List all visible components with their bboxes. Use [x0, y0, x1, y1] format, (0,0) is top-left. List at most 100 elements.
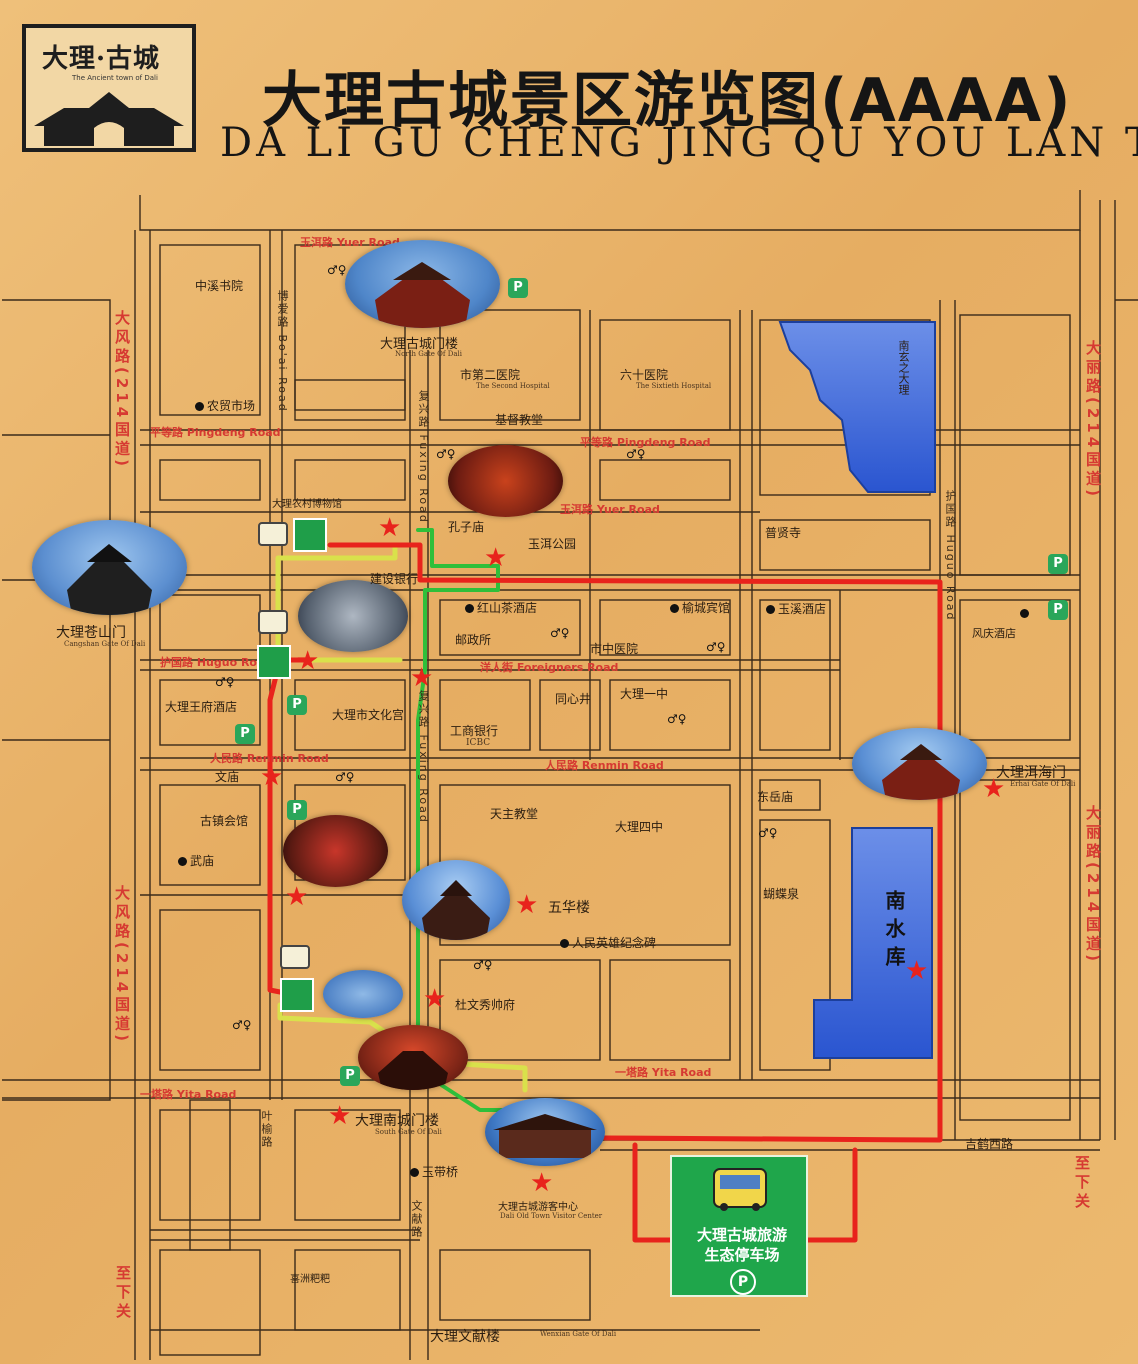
scenic-star: ★: [515, 890, 539, 920]
road-dali-right-south: 大丽路(214国道): [1084, 805, 1102, 966]
toilet-icon: ♂♀: [758, 826, 778, 840]
place-north-gate-en: North Gate Of Dali: [395, 350, 462, 358]
eco-parking-lot[interactable]: 大理古城旅游 生态停车场 P: [670, 1155, 808, 1297]
bus-icon: [258, 610, 288, 634]
place-ccb[interactable]: 建设银行: [370, 572, 419, 586]
parking-icon[interactable]: P: [340, 1066, 360, 1086]
place-south-gate-en: South Gate Of Dali: [375, 1128, 442, 1136]
road-yita-west: 一塔路 Yita Road: [140, 1088, 237, 1101]
parking-icon[interactable]: P: [287, 695, 307, 715]
parking-icon[interactable]: P: [287, 800, 307, 820]
place-zhongxi[interactable]: 中溪书院: [195, 279, 244, 293]
place-confucius[interactable]: 孔子庙: [448, 520, 485, 534]
south-gate-photo: [358, 1025, 468, 1090]
road-north-top: 玉洱路 Yuer Road: [300, 236, 400, 249]
place-market[interactable]: 农贸市场: [195, 397, 255, 414]
place-guild-hall[interactable]: 古镇会馆: [200, 814, 249, 828]
place-landlord-hotel[interactable]: 红山茶酒店: [465, 599, 537, 616]
place-fengqing-label: 风庆酒店: [972, 627, 1016, 640]
place-wenxian-tower[interactable]: 大理文献楼: [430, 1329, 500, 1345]
map-title-pinyin: DA LI GU CHENG JING QU YOU LAN TU: [220, 120, 1138, 166]
logo-text: 大理·古城: [42, 44, 161, 74]
place-hospital-60[interactable]: 六十医院: [620, 368, 669, 382]
road-foreigners: 洋人街 Foreigners Road: [480, 661, 619, 674]
parking-circle-icon: P: [730, 1269, 756, 1295]
gate-small-photo: [323, 970, 403, 1018]
road-pingdeng-east: 平等路 Pingdeng Road: [580, 436, 711, 449]
poi-dot-icon: [465, 604, 474, 613]
place-cangshan-gate[interactable]: 大理苍山门: [56, 625, 126, 641]
place-icbc-en: ICBC: [466, 738, 491, 748]
red-route: [327, 542, 943, 1143]
parking-icon[interactable]: P: [1048, 554, 1068, 574]
scenic-star: ★: [423, 984, 447, 1014]
place-fengqing[interactable]: [1020, 608, 1032, 619]
place-museum[interactable]: 大理农村博物馆: [272, 499, 342, 510]
place-wenmiao[interactable]: 文庙: [215, 770, 240, 784]
place-butterfly[interactable]: 蝴蝶泉: [763, 887, 800, 901]
place-wuhua-tower[interactable]: 五华楼: [548, 900, 590, 916]
scenic-star: ★: [905, 956, 929, 986]
bus-stop-north[interactable]: [293, 518, 327, 552]
place-school-4[interactable]: 大理四中: [615, 820, 664, 834]
pagoda-icon: [375, 262, 470, 328]
road-dafeng-left-south: 大风路(214国道): [113, 885, 131, 1046]
building-icon: [493, 1114, 597, 1158]
place-dongyue[interactable]: 东岳庙: [757, 790, 794, 804]
place-icbc[interactable]: 工商银行: [450, 724, 499, 738]
place-tongxin[interactable]: 同心井: [555, 692, 592, 706]
scenic-star: ★: [378, 513, 402, 543]
place-du-wenxiu[interactable]: 杜文秀帅府: [455, 998, 516, 1012]
place-hospital-60-en: The Sixtieth Hospital: [636, 382, 712, 390]
place-erhai-gate[interactable]: 大理洱海门: [996, 765, 1066, 781]
place-yucheng[interactable]: 榆城宾馆: [670, 599, 730, 616]
place-school-1[interactable]: 大理一中: [620, 687, 669, 701]
street-lines: [2, 190, 1138, 1360]
parking-icon[interactable]: P: [1048, 600, 1068, 620]
place-wangfu-hotel[interactable]: 大理王府酒店: [165, 700, 238, 714]
road-dafeng-left: 大风路(214国道): [113, 310, 131, 471]
place-hospital-mid[interactable]: 市中医院: [590, 642, 639, 656]
place-puxian[interactable]: 普贤寺: [765, 526, 802, 540]
pagoda-icon: [882, 744, 960, 800]
place-yudai-bridge[interactable]: 玉带桥: [410, 1163, 458, 1180]
poi-dot-icon: [1020, 608, 1029, 618]
road-dali-right: 大丽路(214国道): [1084, 340, 1102, 501]
toilet-icon: ♂♀: [335, 770, 355, 784]
north-gate-photo: [345, 240, 500, 328]
place-church[interactable]: 基督教堂: [495, 413, 544, 427]
bus-stop-south[interactable]: [280, 978, 314, 1012]
place-cultural-center[interactable]: 大理市文化宫: [332, 708, 405, 722]
place-wumiao[interactable]: 武庙: [178, 852, 214, 869]
red-route-parking: [632, 1142, 673, 1243]
bus-icon: [258, 522, 288, 546]
toilet-icon: ♂♀: [706, 640, 726, 654]
road-pingdeng: 平等路 Pingdeng Road: [150, 426, 281, 439]
toilet-icon: ♂♀: [436, 447, 456, 461]
place-catholic[interactable]: 天主教堂: [490, 807, 539, 821]
scenic-star: ★: [982, 774, 1006, 804]
place-north-gate[interactable]: 大理古城门楼: [380, 337, 459, 352]
place-yuer-park[interactable]: 玉洱公园: [528, 537, 577, 551]
scenic-star: ★: [410, 663, 434, 693]
toilet-icon: ♂♀: [215, 675, 235, 689]
place-visitor-center[interactable]: 大理古城游客中心: [498, 1202, 578, 1213]
place-yuxi[interactable]: 玉溪酒店: [766, 600, 826, 617]
road-renmin: 人民路 Renmin Road: [545, 759, 664, 772]
poi-dot-icon: [410, 1168, 419, 1177]
place-hospital-2[interactable]: 市第二医院: [460, 368, 521, 382]
place-post-office[interactable]: 邮政所: [455, 633, 492, 647]
city-gate-icon: [34, 92, 184, 146]
bus-stop-west[interactable]: [257, 645, 291, 679]
road-fuxing: 复兴路 Fuxing Road: [417, 390, 430, 524]
place-south-gate[interactable]: 大理南城门楼: [355, 1113, 439, 1129]
road-huguo-west: 护国路 Huguo Road: [160, 656, 273, 669]
place-memorial[interactable]: 人民英雄纪念碑: [560, 934, 656, 951]
pagoda-icon: [67, 544, 152, 615]
erhai-gate-photo: [852, 728, 987, 800]
place-hongwei[interactable]: 喜洲粑粑: [290, 1274, 330, 1285]
parking-icon[interactable]: P: [508, 278, 528, 298]
road-jihe-west: 吉鹤西路: [965, 1137, 1014, 1151]
parking-icon[interactable]: P: [235, 724, 255, 744]
